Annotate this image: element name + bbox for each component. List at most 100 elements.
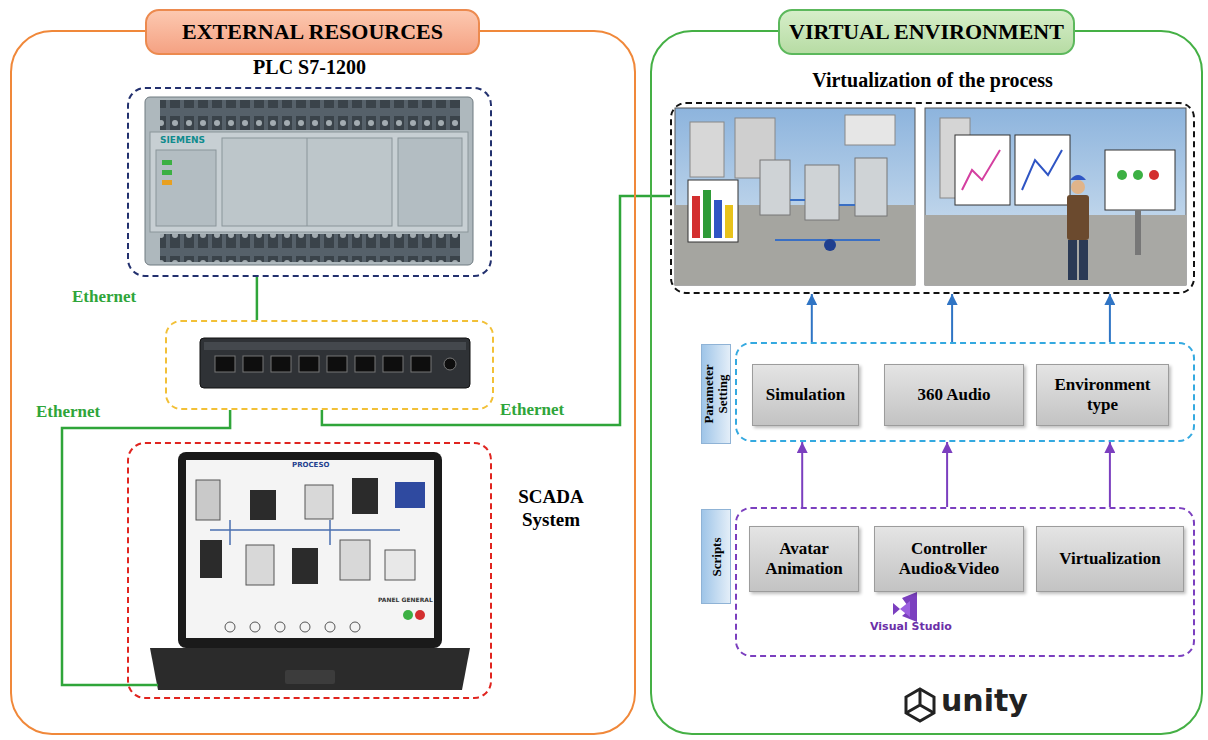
edge-label: Ethernet xyxy=(36,402,100,422)
side-tab: Parameter Setting xyxy=(701,344,731,444)
edge-label: Ethernet xyxy=(500,400,564,420)
unity-logo-part xyxy=(906,689,934,721)
process-screenshot-part xyxy=(760,160,790,215)
plc-device xyxy=(145,97,473,265)
avatar-screenshot-part xyxy=(1022,150,1062,190)
logo-label: unity xyxy=(941,684,1028,717)
header-pill: EXTERNAL RESOURCES xyxy=(145,9,480,55)
laptop-part xyxy=(178,452,442,648)
avatar-screenshot-part xyxy=(1071,180,1085,194)
laptop-part xyxy=(196,480,220,520)
visual-studio-logo-part xyxy=(893,592,917,622)
plc-device-part xyxy=(162,170,172,175)
network-switch-part xyxy=(215,356,235,372)
process-box: Avatar Animation xyxy=(749,526,859,592)
avatar-screenshot-part xyxy=(1133,170,1143,180)
laptop-part xyxy=(415,610,425,620)
laptop-part xyxy=(300,622,310,632)
laptop xyxy=(127,452,470,690)
device-frame xyxy=(165,320,494,410)
process-screenshot-part xyxy=(690,122,724,177)
group-frame: Virtualization of the process xyxy=(670,102,1195,294)
edge-label: Ethernet xyxy=(72,287,136,307)
region-panel: EXTERNAL RESOURCESPLC S7-1200SCADA Syste… xyxy=(10,30,636,735)
laptop-part xyxy=(246,545,274,585)
process-screenshot-part xyxy=(688,180,738,242)
laptop-part xyxy=(250,490,276,520)
node-text: Controller Audio&Video xyxy=(880,539,1018,578)
flow-arrow xyxy=(1109,294,1111,342)
process-screenshot-part xyxy=(824,239,836,251)
network-switch-part xyxy=(444,358,456,370)
laptop-part xyxy=(350,622,360,632)
group-frame: Parameter SettingSimulation360 AudioEnvi… xyxy=(735,342,1195,442)
ethernet-cable xyxy=(322,196,670,425)
node-text: EXTERNAL RESOURCES xyxy=(182,19,443,45)
laptop-part xyxy=(352,478,378,514)
network-switch-part xyxy=(271,356,291,372)
node-text: Environment type xyxy=(1042,375,1163,414)
process-box: Virtualization xyxy=(1036,526,1184,592)
laptop-part xyxy=(292,548,318,584)
plc-device-part xyxy=(150,132,468,232)
process-screenshot-part xyxy=(725,205,733,238)
process-screenshot-part xyxy=(775,200,880,240)
process-screenshot-part xyxy=(675,108,915,285)
ethernet-cable xyxy=(256,277,259,320)
plc-device-part xyxy=(398,138,462,226)
group-frame: ScriptsAvatar AnimationController Audio&… xyxy=(735,507,1195,657)
laptop-part xyxy=(186,460,434,638)
node-text: VIRTUAL ENVIRONMENT xyxy=(789,19,1064,45)
laptop-part xyxy=(340,540,370,580)
process-box: Controller Audio&Video xyxy=(874,526,1024,592)
laptop-part xyxy=(285,670,335,684)
device-frame: PLC S7-1200 xyxy=(127,87,492,277)
process-box: Environment type xyxy=(1036,364,1169,426)
network-switch-part xyxy=(355,356,375,372)
avatar-screenshot-part xyxy=(1117,170,1127,180)
network-switch-part xyxy=(243,356,263,372)
unity-logo xyxy=(906,689,934,721)
laptop-part xyxy=(325,622,335,632)
flow-arrow xyxy=(946,442,948,507)
visual-studio-logo xyxy=(893,592,917,622)
process-screenshot-part xyxy=(805,165,839,220)
visual-studio-logo-part xyxy=(900,601,910,617)
logo-label: Visual Studio xyxy=(870,621,952,633)
network-switch-part xyxy=(204,342,466,350)
brand-label: SIEMENS xyxy=(160,136,205,146)
node-text: Scripts xyxy=(701,511,731,602)
laptop-part xyxy=(150,648,470,690)
node-text: Virtualization xyxy=(1059,549,1160,569)
avatar-screenshot xyxy=(925,108,1186,285)
plc-device-part xyxy=(222,138,392,226)
flow-arrow xyxy=(951,294,953,342)
network-switch-part xyxy=(411,356,431,372)
avatar-screenshot-part xyxy=(955,135,1010,205)
node-text: 360 Audio xyxy=(917,385,990,405)
plc-device-part xyxy=(307,138,308,226)
plc-device-part xyxy=(160,234,460,262)
laptop-part xyxy=(305,485,333,519)
plc-device-part xyxy=(160,100,460,130)
avatar-screenshot-part xyxy=(1079,240,1088,280)
laptop-part xyxy=(385,550,415,580)
laptop-part xyxy=(225,622,235,632)
laptop-part xyxy=(250,622,260,632)
avatar-screenshot-part xyxy=(1015,135,1070,205)
laptop-part xyxy=(403,610,413,620)
flow-arrow xyxy=(811,294,813,342)
ethernet-cable xyxy=(62,410,230,685)
avatar-screenshot-part xyxy=(925,108,1186,285)
process-screenshot-part xyxy=(855,158,887,216)
process-screenshot-part xyxy=(703,190,711,238)
network-switch xyxy=(200,338,470,388)
node-text: Parameter Setting xyxy=(701,346,731,442)
node-text: Virtualization of the process xyxy=(632,69,1208,92)
side-tab: Scripts xyxy=(701,509,731,604)
node-text: Avatar Animation xyxy=(755,539,853,578)
plc-device-part xyxy=(162,180,172,185)
device-frame: SCADA System xyxy=(127,442,492,699)
network-switch-part xyxy=(299,356,319,372)
